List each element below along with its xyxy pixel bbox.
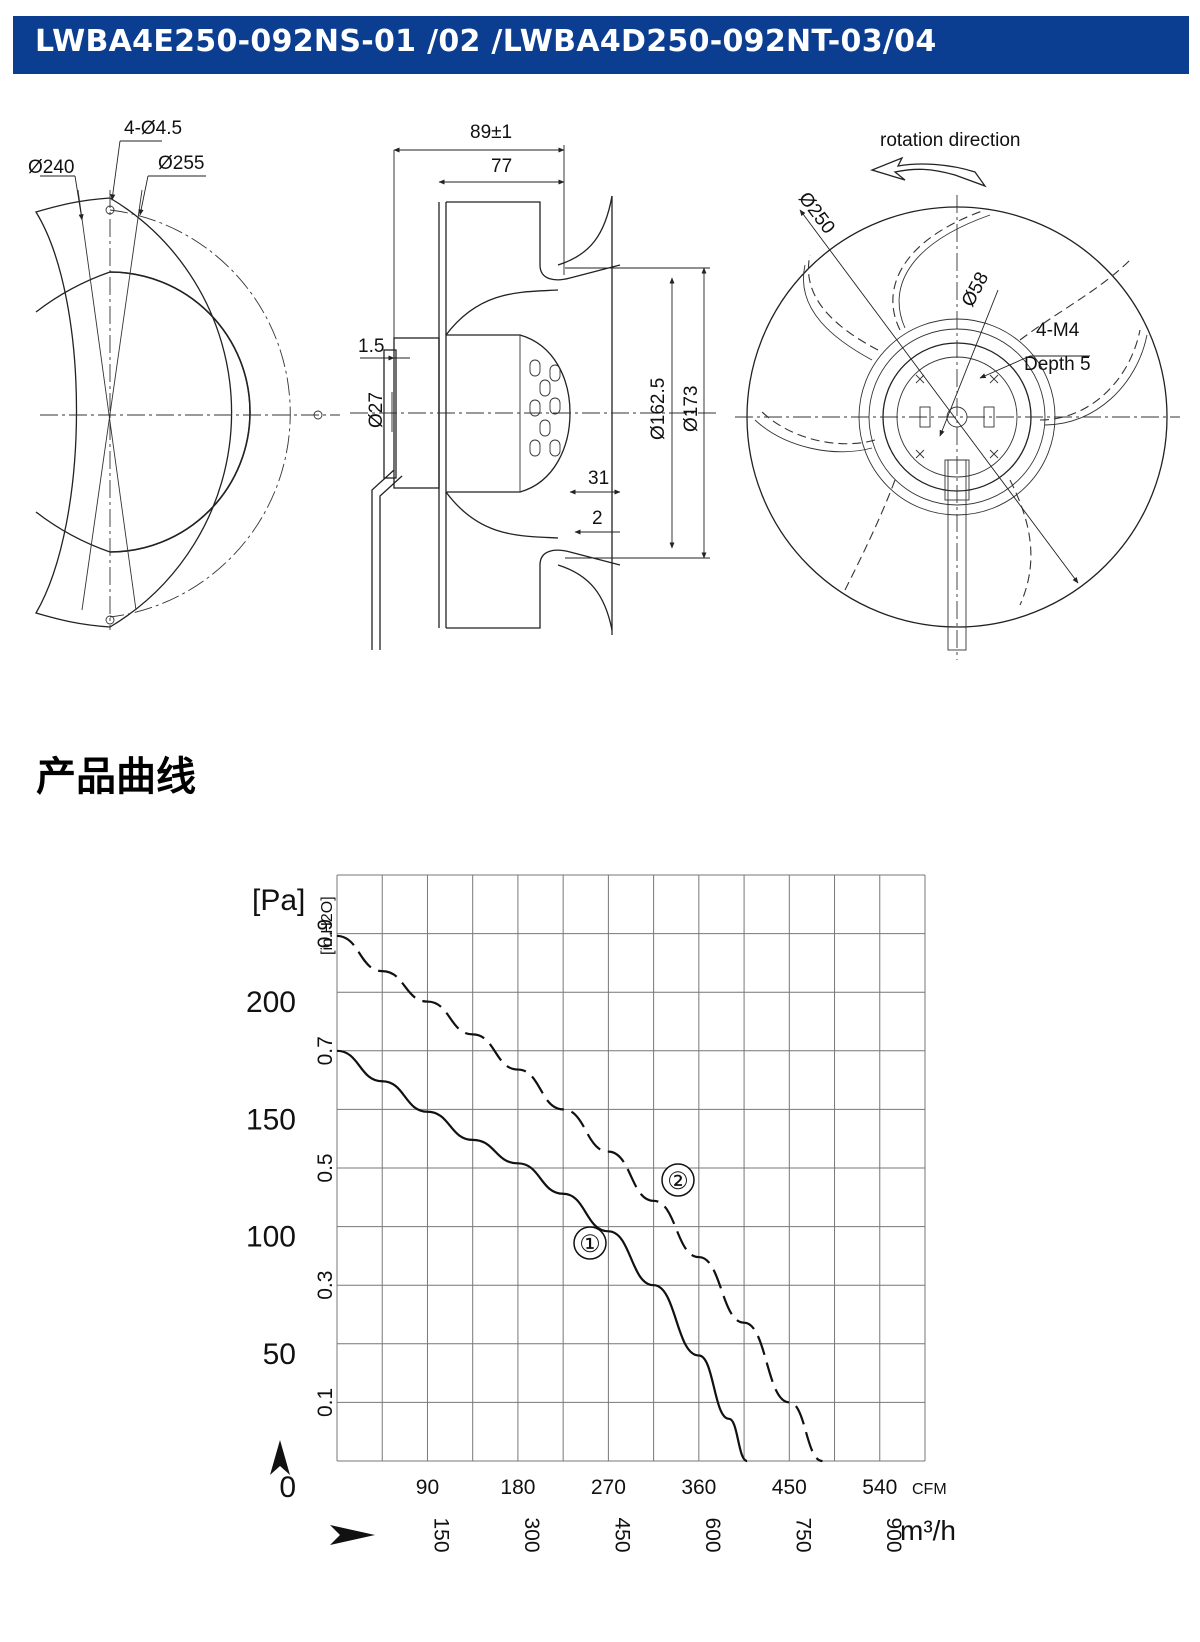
section-title-curve: 产品曲线	[36, 754, 196, 800]
technical-drawing: Ø240 4-Ø4.5 Ø255	[28, 118, 1180, 660]
y-tick-label: 100	[246, 1221, 296, 1254]
dim-2: 2	[592, 508, 603, 529]
y-tick-label: 50	[263, 1338, 296, 1371]
x-unit-m3h: m³/h	[900, 1515, 956, 1546]
x-tick-m3h: 450	[610, 1517, 633, 1552]
front-view: Ø240 4-Ø4.5 Ø255	[28, 118, 340, 630]
model-title: LWBA4E250-092NS-01 /02 /LWBA4D250-092NT-…	[35, 24, 937, 59]
dim-31: 31	[588, 468, 609, 489]
dim-77: 77	[491, 156, 512, 177]
x-tick-cfm: 450	[772, 1476, 807, 1499]
x-tick-m3h: 600	[701, 1517, 724, 1552]
x-tick-cfm: 90	[416, 1476, 439, 1499]
series-line-2	[336, 934, 823, 1463]
x-tick-m3h: 900	[882, 1517, 905, 1552]
title-banner: LWBA4E250-092NS-01 /02 /LWBA4D250-092NT-…	[13, 16, 1189, 74]
dim-1-5: 1.5	[358, 336, 384, 357]
chart-ticks: 0 50 100 150 200 0.1 0.3 0.5 0.7 0.9 90 180 270 360 45…	[246, 919, 905, 1553]
y2-tick-label: 0.7	[314, 1036, 337, 1065]
x-tick-cfm: 540	[862, 1476, 897, 1499]
rotation-label: rotation direction	[880, 130, 1020, 151]
dim-d162: Ø162.5	[648, 378, 669, 440]
y-unit-inh2o: [in.H2O]	[319, 896, 336, 955]
x-tick-m3h: 150	[429, 1517, 452, 1552]
x-tick-cfm: 180	[500, 1476, 535, 1499]
x-tick-m3h: 750	[791, 1517, 814, 1552]
y2-tick-label: 0.3	[314, 1271, 337, 1300]
x-tick-cfm: 270	[591, 1476, 626, 1499]
dim-89: 89±1	[470, 122, 512, 143]
chart-series: ①②	[336, 934, 823, 1463]
y-axis-arrow-icon	[270, 1440, 290, 1475]
y-unit-pa: [Pa]	[252, 884, 305, 917]
dim-depth: Depth 5	[1024, 354, 1091, 375]
series-label-2: ②	[667, 1168, 689, 1195]
y2-tick-label: 0.5	[314, 1153, 337, 1182]
series-label-1: ①	[579, 1231, 601, 1258]
y-tick-label: 150	[246, 1103, 296, 1136]
y-tick-label: 200	[246, 986, 296, 1019]
series-line-1	[336, 1049, 748, 1463]
dim-d255: Ø255	[158, 153, 204, 174]
series-label-circle	[573, 1226, 607, 1260]
x-unit-cfm: CFM	[912, 1481, 947, 1498]
x-tick-cfm: 360	[681, 1476, 716, 1499]
dim-d27: Ø27	[366, 392, 387, 428]
dim-holes: 4-Ø4.5	[124, 118, 182, 139]
x-tick-m3h: 300	[520, 1517, 543, 1552]
x-axis-arrow-icon	[330, 1525, 375, 1545]
y-tick-label: 0	[279, 1471, 296, 1504]
chart-grid	[336, 874, 926, 1462]
side-view: 89±1 77 1.5 Ø27 Ø162.5 Ø173 31 2	[350, 122, 720, 650]
dim-d173: Ø173	[681, 386, 702, 432]
y2-tick-label: 0.1	[314, 1388, 337, 1417]
series-label-circle	[661, 1163, 695, 1197]
dim-d240: Ø240	[28, 157, 74, 178]
dim-4m4: 4-M4	[1036, 320, 1080, 341]
y2-tick-label: 0.9	[314, 919, 337, 948]
